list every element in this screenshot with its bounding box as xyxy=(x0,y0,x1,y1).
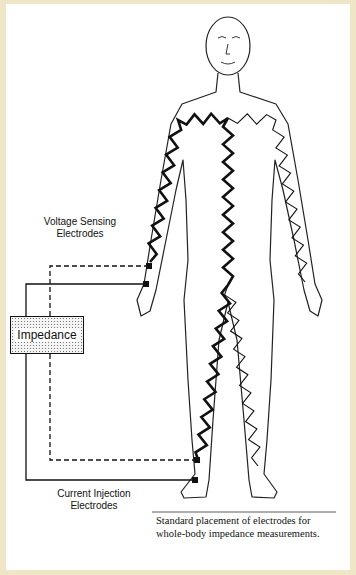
caption-rule xyxy=(152,512,336,513)
electrode xyxy=(143,281,149,287)
electrode-label: Voltage Sensing Electrodes xyxy=(28,216,132,239)
voltage-wire xyxy=(50,266,150,316)
box-label: Impedance xyxy=(15,328,78,342)
current-path xyxy=(149,114,307,466)
zigzag-path xyxy=(228,114,307,282)
electrodes xyxy=(143,263,200,483)
electrode xyxy=(194,457,200,463)
zigzag-path xyxy=(225,285,260,466)
electrode xyxy=(192,477,198,483)
paper-ground xyxy=(6,4,350,570)
current-wire xyxy=(26,284,146,316)
figure-caption: Standard placement of electrodes for who… xyxy=(156,515,342,540)
wires xyxy=(26,266,196,480)
current-wire xyxy=(26,354,194,480)
zigzag-path xyxy=(149,114,233,462)
head-outline xyxy=(206,17,250,75)
impedance-box: Impedance xyxy=(10,316,84,354)
body-outline xyxy=(137,73,322,498)
electrode-label: Current Injection Electrodes xyxy=(34,488,154,511)
face-features xyxy=(218,37,240,65)
electrode xyxy=(146,263,152,269)
voltage-wire xyxy=(50,354,196,460)
